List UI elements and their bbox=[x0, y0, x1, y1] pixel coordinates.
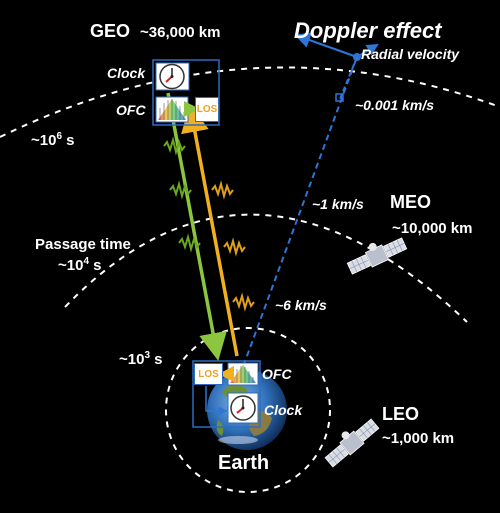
doppler-title: Doppler effect bbox=[294, 18, 442, 43]
geo-instrument-frame bbox=[152, 59, 220, 126]
geo-label: GEO bbox=[90, 21, 131, 41]
green-wave-packet bbox=[169, 180, 192, 200]
earth-clock-label: Clock bbox=[264, 402, 303, 418]
radial-velocity-label: Radial velocity bbox=[361, 46, 460, 62]
small-velocity-label: ~0.001 km/s bbox=[355, 97, 435, 113]
geo-orbit-arc bbox=[0, 66, 500, 138]
passage-time-label: Passage time bbox=[35, 236, 131, 253]
geo-los-box: LOS bbox=[195, 97, 219, 122]
geo-clock-icon bbox=[155, 62, 190, 91]
time-1e6-label: ~106 s bbox=[31, 131, 75, 149]
earth-ofc-label: OFC bbox=[262, 366, 292, 382]
meo-velocity-label: ~1 km/s bbox=[312, 196, 364, 212]
right-angle-marker bbox=[335, 93, 344, 102]
earth-ofc-spectrum-icon bbox=[227, 362, 259, 386]
uplink-green-arrow bbox=[166, 92, 227, 361]
doppler-los-dashed-line bbox=[239, 56, 358, 376]
orange-wave-packet bbox=[211, 180, 234, 200]
downlink-orange-arrow bbox=[181, 104, 239, 357]
geo-altitude: ~36,000 km bbox=[140, 24, 221, 41]
doppler-point bbox=[353, 53, 361, 61]
earth-label: Earth bbox=[218, 452, 270, 474]
leo-velocity-label: ~6 km/s bbox=[275, 297, 327, 313]
meo-satellite-icon bbox=[346, 237, 408, 275]
orange-wave-packet bbox=[232, 292, 255, 312]
geo-ofc-spectrum-icon bbox=[155, 96, 189, 123]
geo-clock-label: Clock bbox=[107, 65, 146, 81]
earth-los-box: LOS bbox=[194, 363, 223, 385]
meo-altitude: ~10,000 km bbox=[392, 220, 473, 237]
time-1e4-label: ~104 s bbox=[58, 256, 102, 274]
time-1e3-label: ~103 s bbox=[119, 350, 163, 368]
green-wave-packet bbox=[178, 233, 201, 253]
leo-altitude: ~1,000 km bbox=[382, 430, 455, 447]
meo-label: MEO bbox=[390, 192, 432, 212]
radial-velocity-arrow bbox=[294, 32, 358, 58]
earth-instrument-frame bbox=[192, 360, 261, 428]
leo-orbit-circle bbox=[165, 327, 331, 493]
leo-satellite-icon bbox=[324, 418, 380, 468]
earth-clock-icon bbox=[227, 392, 259, 424]
green-wave-packet bbox=[163, 136, 186, 156]
earth-clock-connector bbox=[205, 386, 228, 416]
orange-wave-packet bbox=[223, 237, 246, 257]
geo-ofc-label: OFC bbox=[116, 102, 146, 118]
leo-label: LEO bbox=[382, 404, 420, 424]
meo-orbit-arc bbox=[64, 213, 468, 323]
